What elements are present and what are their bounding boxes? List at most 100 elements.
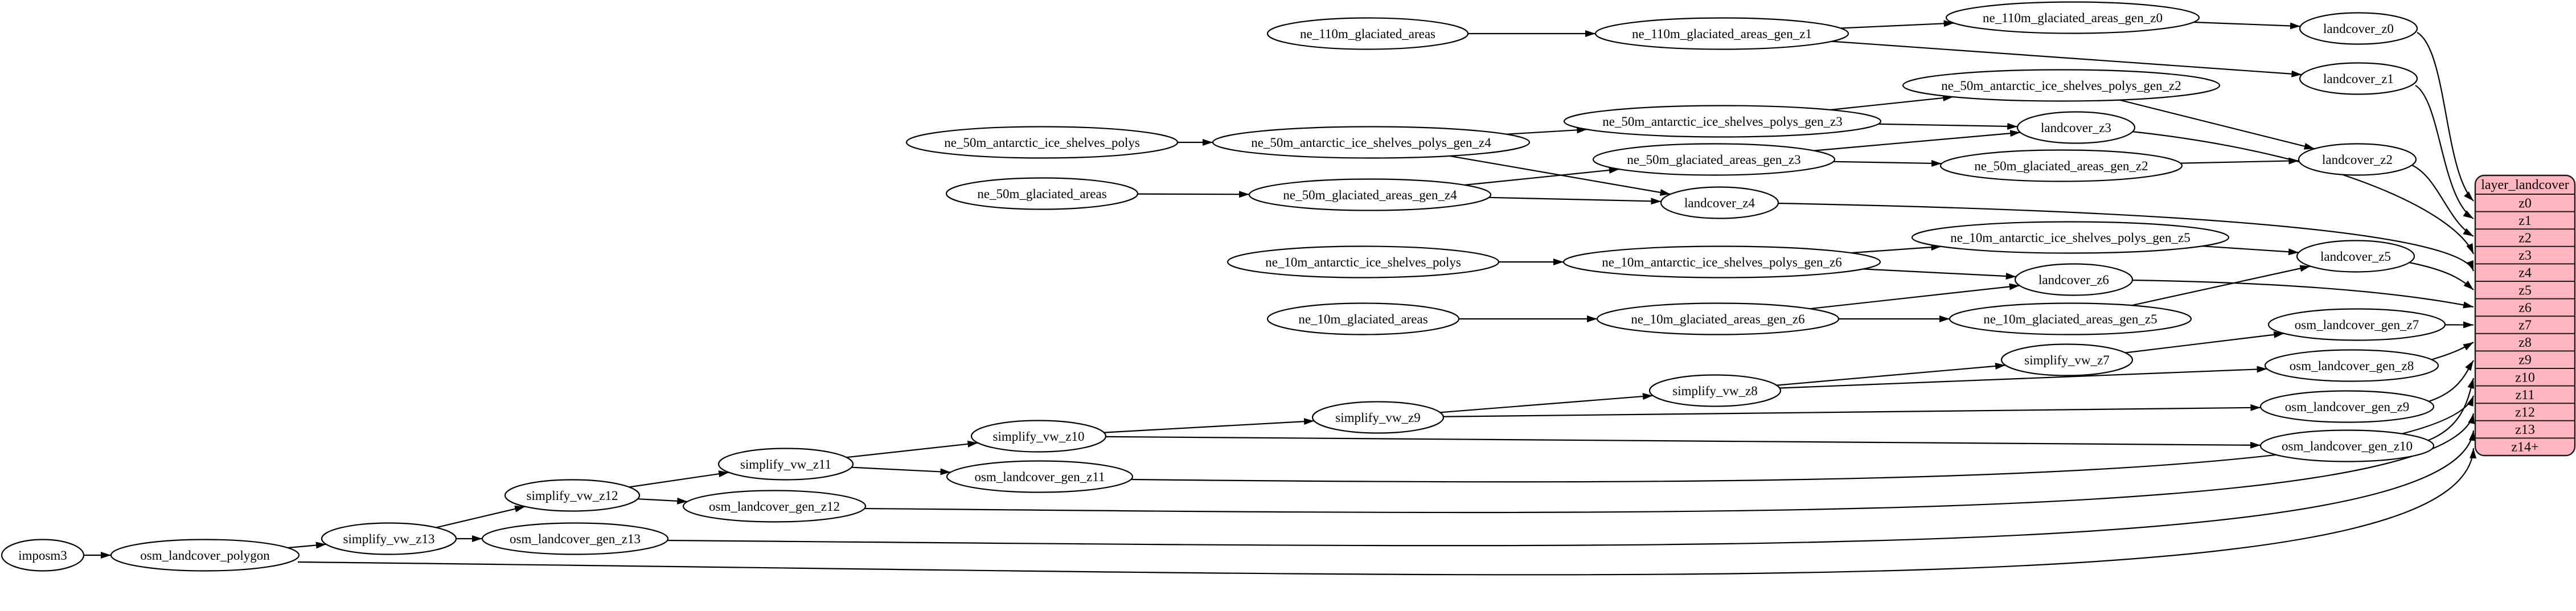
node-label-osm-landcover-polygon: osm_landcover_polygon bbox=[140, 548, 270, 563]
node-ellipse-ne-110m-glaciated-areas bbox=[1266, 17, 1469, 50]
node-ellipse-osm-landcover-gen-z13 bbox=[481, 522, 669, 555]
node-ne-50m-antarctic-ice-shelves-polys-gen-z2: ne_50m_antarctic_ice_shelves_polys_gen_z… bbox=[1902, 69, 2221, 102]
edge-simplify-vw-z11-to-simplify-vw-z10 bbox=[846, 440, 978, 458]
node-ellipse-simplify-vw-z10 bbox=[970, 420, 1107, 453]
node-label-ne-10m-antarctic-ice-shelves-polys-gen-z5: ne_10m_antarctic_ice_shelves_polys_gen_z… bbox=[1950, 231, 2191, 245]
node-ellipse-ne-10m-glaciated-areas-gen-z5 bbox=[1949, 302, 2192, 335]
node-ellipse-landcover-z4 bbox=[1660, 186, 1779, 219]
node-osm-landcover-gen-z9: osm_landcover_gen_z9 bbox=[2259, 390, 2435, 423]
edge-landcover-z5-to-layer-landcover-z5 bbox=[2409, 261, 2474, 290]
edge-simplify-vw-z9-to-osm-landcover-gen-z9 bbox=[1443, 404, 2261, 417]
edge-ne-10m-glaciated-areas-gen-z5-to-landcover-z5 bbox=[2131, 265, 2311, 306]
table-row-z4: z4 bbox=[2518, 266, 2532, 281]
node-label-imposm3: imposm3 bbox=[18, 548, 67, 563]
edge-ne-50m-glaciated-areas-gen-z3-to-landcover-z3 bbox=[1814, 130, 2021, 151]
edge-simplify-vw-z11-to-osm-landcover-gen-z11 bbox=[851, 466, 951, 475]
edge-landcover-z2-to-layer-landcover-z2 bbox=[2411, 165, 2474, 237]
table-row-z10: z10 bbox=[2515, 370, 2535, 385]
node-label-ne-110m-glaciated-areas: ne_110m_glaciated_areas bbox=[1300, 27, 1435, 41]
node-label-ne-50m-glaciated-areas: ne_50m_glaciated_areas bbox=[977, 187, 1106, 201]
node-ellipse-ne-10m-antarctic-ice-shelves-polys-gen-z6 bbox=[1562, 245, 1881, 278]
node-ellipse-osm-landcover-gen-z12 bbox=[682, 490, 867, 523]
edge-simplify-vw-z12-to-simplify-vw-z11 bbox=[629, 470, 729, 488]
edge-osm-landcover-gen-z13-to-layer-landcover-z13 bbox=[665, 430, 2476, 547]
node-ellipse-landcover-z5 bbox=[2296, 240, 2415, 273]
node-landcover-z2: landcover_z2 bbox=[2298, 143, 2417, 176]
node-label-osm-landcover-gen-z9: osm_landcover_gen_z9 bbox=[2285, 400, 2409, 414]
node-ne-10m-antarctic-ice-shelves-polys-gen-z5: ne_10m_antarctic_ice_shelves_polys_gen_z… bbox=[1911, 221, 2230, 254]
node-label-simplify-vw-z12: simplify_vw_z12 bbox=[527, 489, 618, 503]
node-ellipse-landcover-z6 bbox=[2014, 263, 2134, 296]
node-osm-landcover-polygon: osm_landcover_polygon bbox=[110, 539, 300, 572]
edge-ne-10m-glaciated-areas-gen-z6-to-landcover-z6 bbox=[1810, 283, 2020, 310]
node-ellipse-landcover-z0 bbox=[2299, 12, 2418, 45]
node-ellipse-simplify-vw-z12 bbox=[504, 479, 641, 512]
table-row-z7: z7 bbox=[2518, 318, 2532, 333]
node-label-ne-10m-glaciated-areas-gen-z5: ne_10m_glaciated_areas_gen_z5 bbox=[1983, 312, 2157, 326]
node-ellipse-osm-landcover-gen-z10 bbox=[2259, 429, 2435, 462]
edge-ne-50m-antarctic-ice-shelves-polys-gen-z3-to-landcover-z3 bbox=[1878, 122, 2018, 130]
table-row-z11: z11 bbox=[2516, 388, 2535, 403]
node-label-landcover-z3: landcover_z3 bbox=[2041, 121, 2111, 135]
edge-ne-50m-antarctic-ice-shelves-polys-gen-z2-to-landcover-z2 bbox=[2119, 99, 2315, 150]
edge-simplify-vw-z8-to-osm-landcover-gen-z8 bbox=[1779, 366, 2267, 389]
edge-ne-50m-glaciated-areas-gen-z4-to-landcover-z4 bbox=[1488, 196, 1662, 205]
table-row-z3: z3 bbox=[2518, 248, 2532, 263]
node-ellipse-landcover-z2 bbox=[2298, 143, 2417, 176]
node-ne-110m-glaciated-areas: ne_110m_glaciated_areas bbox=[1266, 17, 1469, 50]
edge-ne-50m-glaciated-areas-gen-z2-to-landcover-z2 bbox=[2180, 157, 2299, 165]
node-ellipse-ne-10m-antarctic-ice-shelves-polys-gen-z5 bbox=[1911, 221, 2230, 254]
node-ne-50m-antarctic-ice-shelves-polys-gen-z3: ne_50m_antarctic_ice_shelves_polys_gen_z… bbox=[1563, 105, 1882, 138]
node-simplify-vw-z13: simplify_vw_z13 bbox=[321, 522, 457, 555]
node-osm-landcover-gen-z12: osm_landcover_gen_z12 bbox=[682, 490, 867, 523]
node-ne-10m-glaciated-areas-gen-z6: ne_10m_glaciated_areas_gen_z6 bbox=[1596, 302, 1840, 335]
node-ne-10m-glaciated-areas: ne_10m_glaciated_areas bbox=[1266, 302, 1460, 335]
edge-simplify-vw-z12-to-osm-landcover-gen-z12 bbox=[637, 497, 688, 505]
edge-simplify-vw-z8-to-simplify-vw-z7 bbox=[1776, 362, 2006, 386]
node-label-simplify-vw-z8: simplify_vw_z8 bbox=[1672, 384, 1758, 398]
node-ne-110m-glaciated-areas-gen-z0: ne_110m_glaciated_areas_gen_z0 bbox=[1945, 1, 2200, 34]
node-ne-50m-glaciated-areas-gen-z4: ne_50m_glaciated_areas_gen_z4 bbox=[1248, 178, 1492, 211]
node-label-osm-landcover-gen-z13: osm_landcover_gen_z13 bbox=[510, 532, 641, 546]
node-ellipse-simplify-vw-z9 bbox=[1311, 401, 1445, 434]
node-label-landcover-z2: landcover_z2 bbox=[2322, 153, 2393, 167]
node-label-ne-50m-glaciated-areas-gen-z2: ne_50m_glaciated_areas_gen_z2 bbox=[1974, 159, 2148, 173]
edge-simplify-vw-z10-to-osm-landcover-gen-z10 bbox=[1105, 436, 2261, 449]
node-osm-landcover-gen-z13: osm_landcover_gen_z13 bbox=[481, 522, 669, 555]
edge-landcover-z4-to-layer-landcover-z4 bbox=[1777, 202, 2475, 272]
edge-landcover-z0-to-layer-landcover-z0 bbox=[2417, 32, 2474, 202]
node-landcover-z5: landcover_z5 bbox=[2296, 240, 2415, 273]
node-ellipse-osm-landcover-gen-z11 bbox=[946, 460, 1134, 493]
node-ellipse-osm-landcover-gen-z9 bbox=[2259, 390, 2435, 423]
node-landcover-z4: landcover_z4 bbox=[1660, 186, 1779, 219]
node-label-simplify-vw-z10: simplify_vw_z10 bbox=[993, 429, 1085, 444]
node-ne-50m-antarctic-ice-shelves-polys-gen-z4: ne_50m_antarctic_ice_shelves_polys_gen_z… bbox=[1212, 126, 1531, 159]
table-row-z6: z6 bbox=[2518, 301, 2532, 315]
node-ellipse-landcover-z1 bbox=[2299, 62, 2418, 95]
node-ne-10m-glaciated-areas-gen-z5: ne_10m_glaciated_areas_gen_z5 bbox=[1949, 302, 2192, 335]
node-ellipse-simplify-vw-z13 bbox=[321, 522, 457, 555]
edge-ne-110m-glaciated-areas-gen-z1-to-ne-110m-glaciated-areas-gen-z0 bbox=[1840, 20, 1954, 29]
node-label-osm-landcover-gen-z10: osm_landcover_gen_z10 bbox=[2282, 439, 2413, 453]
node-ellipse-ne-10m-glaciated-areas-gen-z6 bbox=[1596, 302, 1840, 335]
node-ne-110m-glaciated-areas-gen-z1: ne_110m_glaciated_areas_gen_z1 bbox=[1594, 17, 1849, 50]
node-landcover-z0: landcover_z0 bbox=[2299, 12, 2418, 45]
node-ellipse-ne-110m-glaciated-areas-gen-z0 bbox=[1945, 1, 2200, 34]
node-label-ne-10m-glaciated-areas-gen-z6: ne_10m_glaciated_areas_gen_z6 bbox=[1631, 312, 1804, 326]
table-row-z8: z8 bbox=[2518, 335, 2532, 350]
edge-ne-50m-glaciated-areas-gen-z4-to-ne-50m-glaciated-areas-gen-z3 bbox=[1465, 166, 1619, 186]
node-ellipse-ne-50m-antarctic-ice-shelves-polys-gen-z3 bbox=[1563, 105, 1882, 138]
edge-landcover-z3-to-layer-landcover-z3 bbox=[2131, 130, 2475, 255]
node-ne-50m-glaciated-areas-gen-z3: ne_50m_glaciated_areas_gen_z3 bbox=[1592, 143, 1836, 176]
table-row-z1: z1 bbox=[2518, 214, 2532, 228]
node-simplify-vw-z9: simplify_vw_z9 bbox=[1311, 401, 1445, 434]
node-ellipse-ne-50m-glaciated-areas-gen-z2 bbox=[1939, 149, 2183, 182]
node-label-ne-50m-antarctic-ice-shelves-polys: ne_50m_antarctic_ice_shelves_polys bbox=[944, 136, 1140, 150]
node-ellipse-osm-landcover-gen-z8 bbox=[2264, 349, 2439, 382]
node-simplify-vw-z11: simplify_vw_z11 bbox=[717, 448, 854, 481]
node-label-landcover-z0: landcover_z0 bbox=[2323, 22, 2394, 36]
node-osm-landcover-gen-z8: osm_landcover_gen_z8 bbox=[2264, 349, 2439, 382]
edge-simplify-vw-z10-to-simplify-vw-z9 bbox=[1104, 418, 1315, 433]
node-label-landcover-z5: landcover_z5 bbox=[2320, 249, 2391, 264]
